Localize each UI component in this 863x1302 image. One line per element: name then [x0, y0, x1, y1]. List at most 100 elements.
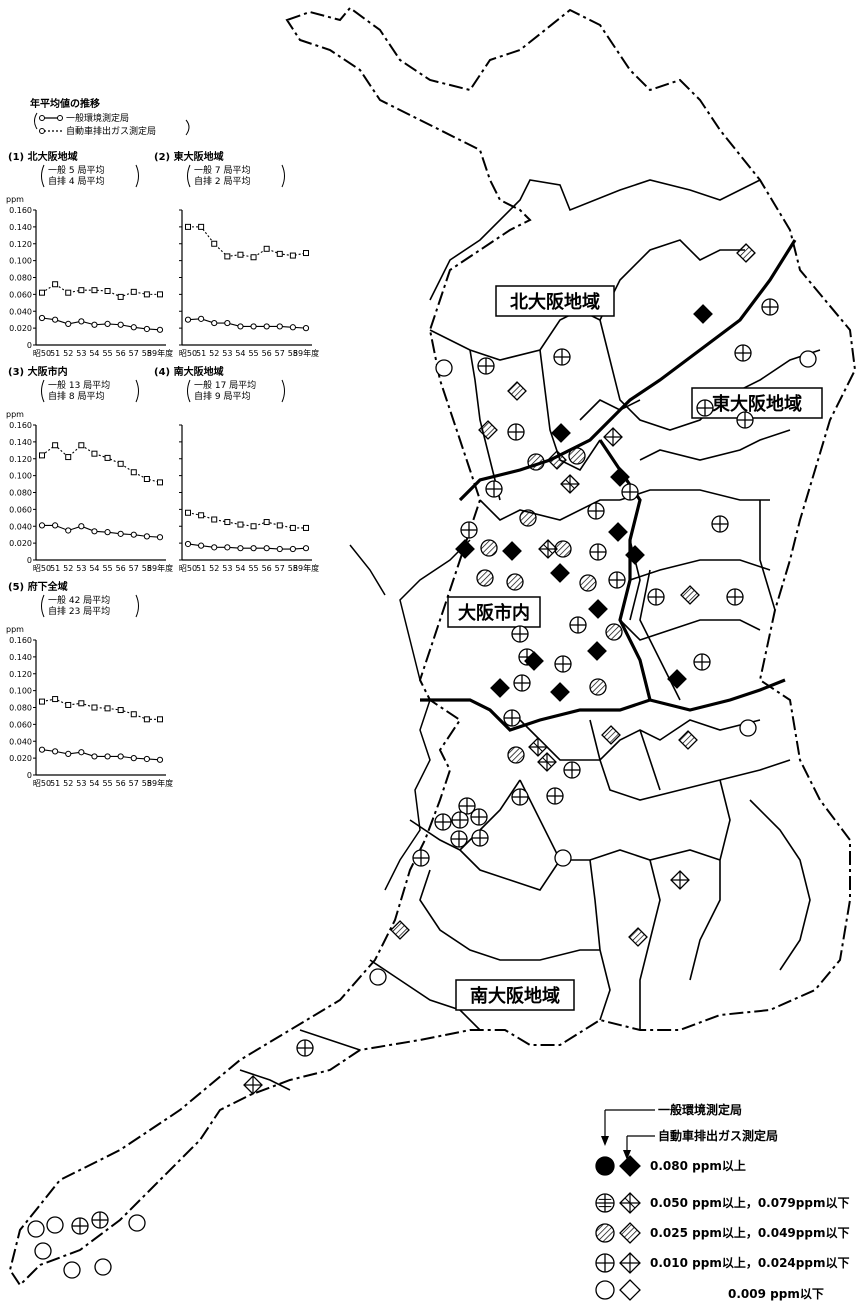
chart-title: (1) 北大阪地域 [8, 150, 78, 163]
x-tick-label: 57 [275, 564, 285, 573]
y-tick-label: 0.020 [9, 539, 32, 548]
general-station-plus-icon [434, 813, 452, 831]
general-station-plus-icon [458, 797, 476, 815]
general-station-hatch-icon [579, 574, 597, 592]
general-station-open-icon [63, 1261, 81, 1279]
y-tick-label: 0.060 [9, 290, 32, 299]
x-tick-label: 52 [209, 349, 219, 358]
auto-station-solid-icon [619, 1155, 641, 1177]
general-series-point [91, 321, 98, 328]
general-series-point [250, 323, 257, 330]
x-tick-label: 51 [196, 349, 206, 358]
auto-station-cross-icon [537, 752, 557, 772]
general-series-point [130, 755, 137, 762]
auto-station-solid-icon [550, 682, 570, 702]
auto-series-point [39, 289, 45, 296]
general-series-line [42, 524, 161, 538]
y-tick-label: 0.120 [9, 670, 32, 679]
y-tick-label: 0.160 [9, 206, 32, 215]
auto-station-solid-icon [588, 599, 608, 619]
chart-note-2: 自排 9 局平均 [194, 390, 250, 402]
auto-series-point [237, 521, 244, 528]
general-station-plus-icon [470, 808, 488, 826]
chart-note-1: 一般 13 局平均 [48, 379, 110, 391]
general-station-hatch-icon [506, 573, 524, 591]
chart-title: (3) 大阪市内 [8, 365, 68, 378]
svg-text:南大阪地域: 南大阪地域 [470, 985, 560, 1007]
y-tick-label: 0.020 [9, 324, 32, 333]
auto-series-point [78, 442, 85, 449]
arrow-down-icon [623, 1150, 631, 1160]
auto-series-point [104, 705, 111, 712]
auto-series-point [130, 288, 137, 295]
general-station-solid-icon [595, 1156, 615, 1176]
legend-row-plus: 0.010 ppm以上，0.024ppm以下 [595, 1252, 849, 1274]
general-station-plus-icon [553, 348, 571, 366]
general-series-point [104, 529, 111, 536]
chart-title: (5) 府下全域 [8, 580, 68, 593]
auto-series-point [289, 252, 296, 259]
municipal-borders [239, 179, 821, 1091]
x-tick-label: 53 [76, 564, 86, 573]
general-station-plus-icon [736, 411, 754, 429]
y-tick-label: 0.100 [9, 257, 32, 266]
y-tick-label: 0.160 [9, 421, 32, 430]
general-series-point [198, 315, 205, 322]
general-station-hatch-icon [480, 539, 498, 557]
auto-station-solid-icon [608, 522, 628, 542]
auto-station-plus-icon [619, 1252, 641, 1274]
x-tick-label: 51 [50, 349, 60, 358]
x-tick-label: 昭50 [33, 564, 51, 573]
x-tick-label: 57 [129, 779, 139, 788]
chart-title: (4) 南大阪地域 [154, 365, 224, 378]
general-series-point [104, 753, 111, 760]
auto-series-point [224, 519, 231, 526]
auto-station-cross-icon [560, 474, 580, 494]
auto-station-hatch-icon [736, 243, 756, 263]
x-tick-label: 59年度 [147, 563, 173, 573]
general-series-point [104, 320, 111, 328]
general-station-hatch-icon [554, 540, 572, 558]
auto-station-cross-icon [619, 1192, 641, 1214]
legend-row-solid: 0.080 ppm以上 [595, 1155, 746, 1177]
auto-series-point [39, 698, 45, 705]
x-tick-label: 58 [142, 349, 152, 358]
general-station-plus-icon [503, 709, 521, 727]
general-station-plus-icon [91, 1211, 109, 1229]
chart-title: (2) 東大阪地域 [154, 150, 224, 163]
auto-series-point [117, 293, 124, 300]
general-station-plus-icon [569, 616, 587, 634]
x-tick-label: 54 [89, 779, 99, 788]
general-station-plus-icon [693, 653, 711, 671]
y-tick-label: 0.160 [9, 636, 32, 645]
x-tick-label: 昭50 [179, 564, 197, 573]
y-tick-label: 0.040 [9, 307, 32, 316]
auto-series-point [117, 460, 124, 467]
general-station-plus-icon [477, 357, 495, 375]
x-tick-label: 55 [102, 564, 112, 573]
general-series-point [78, 749, 85, 756]
y-tick-label: 0.020 [9, 754, 32, 763]
osaka-city-boundary [349, 239, 797, 891]
x-tick-label: 56 [116, 349, 126, 358]
auto-station-solid-icon [610, 467, 630, 487]
region-label-city: 大阪市内 [447, 596, 541, 628]
auto-station-solid-icon [524, 651, 544, 671]
region-label-east: 東大阪地域 [691, 387, 823, 419]
general-series-point [237, 323, 244, 330]
general-series-point [78, 523, 85, 530]
general-station-open-icon [46, 1216, 64, 1234]
general-series-point [117, 321, 124, 328]
auto-series-point [250, 254, 257, 261]
general-series-point [276, 545, 283, 553]
auto-series-line [41, 444, 161, 483]
general-station-plus-icon [511, 788, 529, 806]
x-tick-label: 昭50 [33, 779, 51, 788]
general-series-point [38, 746, 46, 753]
auto-station-plus-icon [603, 427, 623, 447]
general-station-open-icon [739, 719, 757, 737]
y-tick-label: 0.120 [9, 240, 32, 249]
chart-note-2: 自排 8 局平均 [48, 390, 104, 402]
